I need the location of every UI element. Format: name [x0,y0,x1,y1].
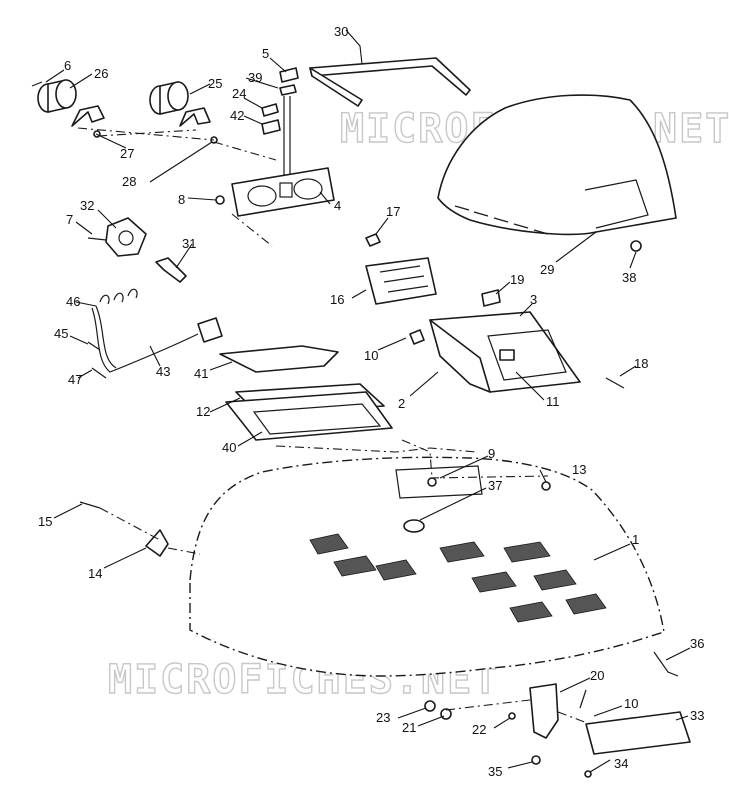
part-35-screw [531,755,541,765]
leader-lines [45,29,691,773]
callout-25: 25 [208,76,222,91]
part-20-bracket [529,683,559,739]
part-6-screw [31,81,43,87]
callout-43: 43 [156,364,170,379]
callout-33: 33 [690,708,704,723]
callout-10-upper: 10 [364,348,378,363]
callout-15: 15 [38,514,52,529]
callout-5: 5 [262,46,269,61]
part-7-pin [87,237,107,241]
callout-9: 9 [488,446,495,461]
callout-17: 17 [386,204,400,219]
callout-10-lower: 10 [624,696,638,711]
callout-47: 47 [68,372,82,387]
part-39-clip [279,84,297,96]
part-8-screw [215,195,225,205]
part-43-wiring-harness [87,288,223,379]
callout-24: 24 [232,86,246,101]
callout-27: 27 [120,146,134,161]
callout-22: 22 [472,722,486,737]
callout-12: 12 [196,404,210,419]
part-10-clip-lower [579,689,587,709]
callout-32: 32 [80,198,94,213]
part-26-gauge [37,79,77,113]
part-5-clip [279,67,299,83]
callout-11: 11 [546,394,560,409]
callout-31: 31 [182,236,196,251]
part-10-clip [409,329,425,345]
part-23-washer [424,700,436,712]
part-25-gauge [149,81,189,115]
callout-46: 46 [66,294,80,309]
callout-20: 20 [590,668,604,683]
part-21-washer [440,708,452,720]
callout-38: 38 [622,270,636,285]
part-33-plate [585,711,691,755]
part-17-clip [365,233,381,247]
callout-29: 29 [540,262,554,277]
callout-34: 34 [614,756,628,771]
part-38-rivet [630,240,642,252]
callout-6: 6 [64,58,71,73]
callout-45: 45 [54,326,68,341]
part-27-bracket-2 [179,107,211,127]
part-18-screw [605,377,625,389]
part-1-hood [189,456,665,677]
part-11-lamp [499,349,515,361]
part-13-nut [541,481,551,491]
part-14-bracket [145,529,169,557]
callout-39: 39 [248,70,262,85]
part-36-cable [653,651,679,677]
callout-40: 40 [222,440,236,455]
part-29-windshield [437,94,677,236]
part-2-console-side [429,319,491,393]
callout-13: 13 [572,462,586,477]
callout-18: 18 [634,356,648,371]
part-3-console-top [429,311,581,393]
part-16-module [365,257,437,305]
callout-8: 8 [178,192,185,207]
callout-36: 36 [690,636,704,651]
callout-26: 26 [94,66,108,81]
part-42-clip [261,119,281,135]
part-27-bracket [71,105,105,127]
part-37-grommet [403,519,425,533]
part-31-key [155,257,187,283]
callout-3: 3 [530,292,537,307]
callout-42: 42 [230,108,244,123]
part-34-nut [584,770,592,778]
callout-21: 21 [402,720,416,735]
part-9-screw [427,477,437,487]
callout-19: 19 [510,272,524,287]
callout-4: 4 [334,198,341,213]
part-24-clip [261,103,279,117]
callout-1: 1 [632,532,639,547]
callout-35: 35 [488,764,502,779]
callout-14: 14 [88,566,102,581]
callout-7: 7 [66,212,73,227]
callout-41: 41 [194,366,208,381]
callout-28: 28 [122,174,136,189]
part-41-insulation [219,345,339,373]
callout-16: 16 [330,292,344,307]
assembly-lines [77,127,591,725]
part-22-screw [508,712,516,720]
part-4-gauge-panel [231,167,335,217]
callout-30: 30 [334,24,348,39]
callout-2: 2 [398,396,405,411]
callout-37: 37 [488,478,502,493]
part-30-trim-strip [309,57,471,107]
callouts: 1 2 3 4 5 6 7 8 9 10 10 11 12 13 14 15 1… [38,24,704,779]
part-15-pin [79,501,101,509]
part-19-spring [481,289,501,307]
callout-23: 23 [376,710,390,725]
